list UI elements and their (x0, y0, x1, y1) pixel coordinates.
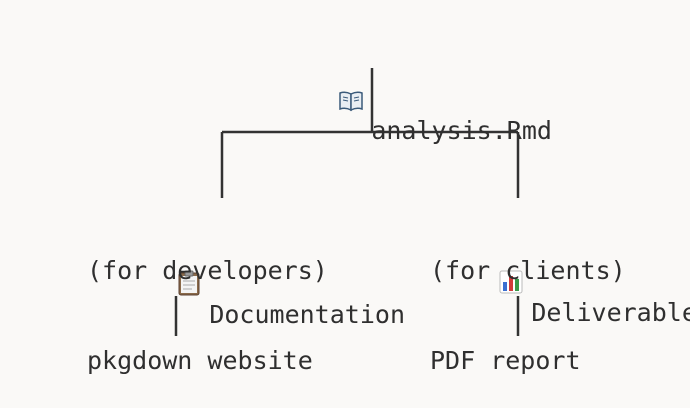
left-node-title-text: Documentation (209, 300, 405, 329)
left-node-title: Documentation (87, 210, 405, 333)
root-label: analysis.Rmd (371, 116, 552, 145)
clipboard-icon (117, 240, 201, 333)
bar-chart-icon (439, 240, 523, 331)
right-output-label: PDF report (430, 346, 581, 375)
right-node-title: Deliverable (409, 210, 690, 331)
open-book-icon (279, 59, 364, 149)
left-node-subtitle: (for developers) (87, 256, 328, 285)
right-node-title-text: Deliverable (531, 298, 690, 327)
right-node-subtitle: (for clients) (430, 256, 626, 285)
root-node: analysis.Rmd (249, 29, 552, 149)
left-output-label: pkgdown website (87, 346, 313, 375)
